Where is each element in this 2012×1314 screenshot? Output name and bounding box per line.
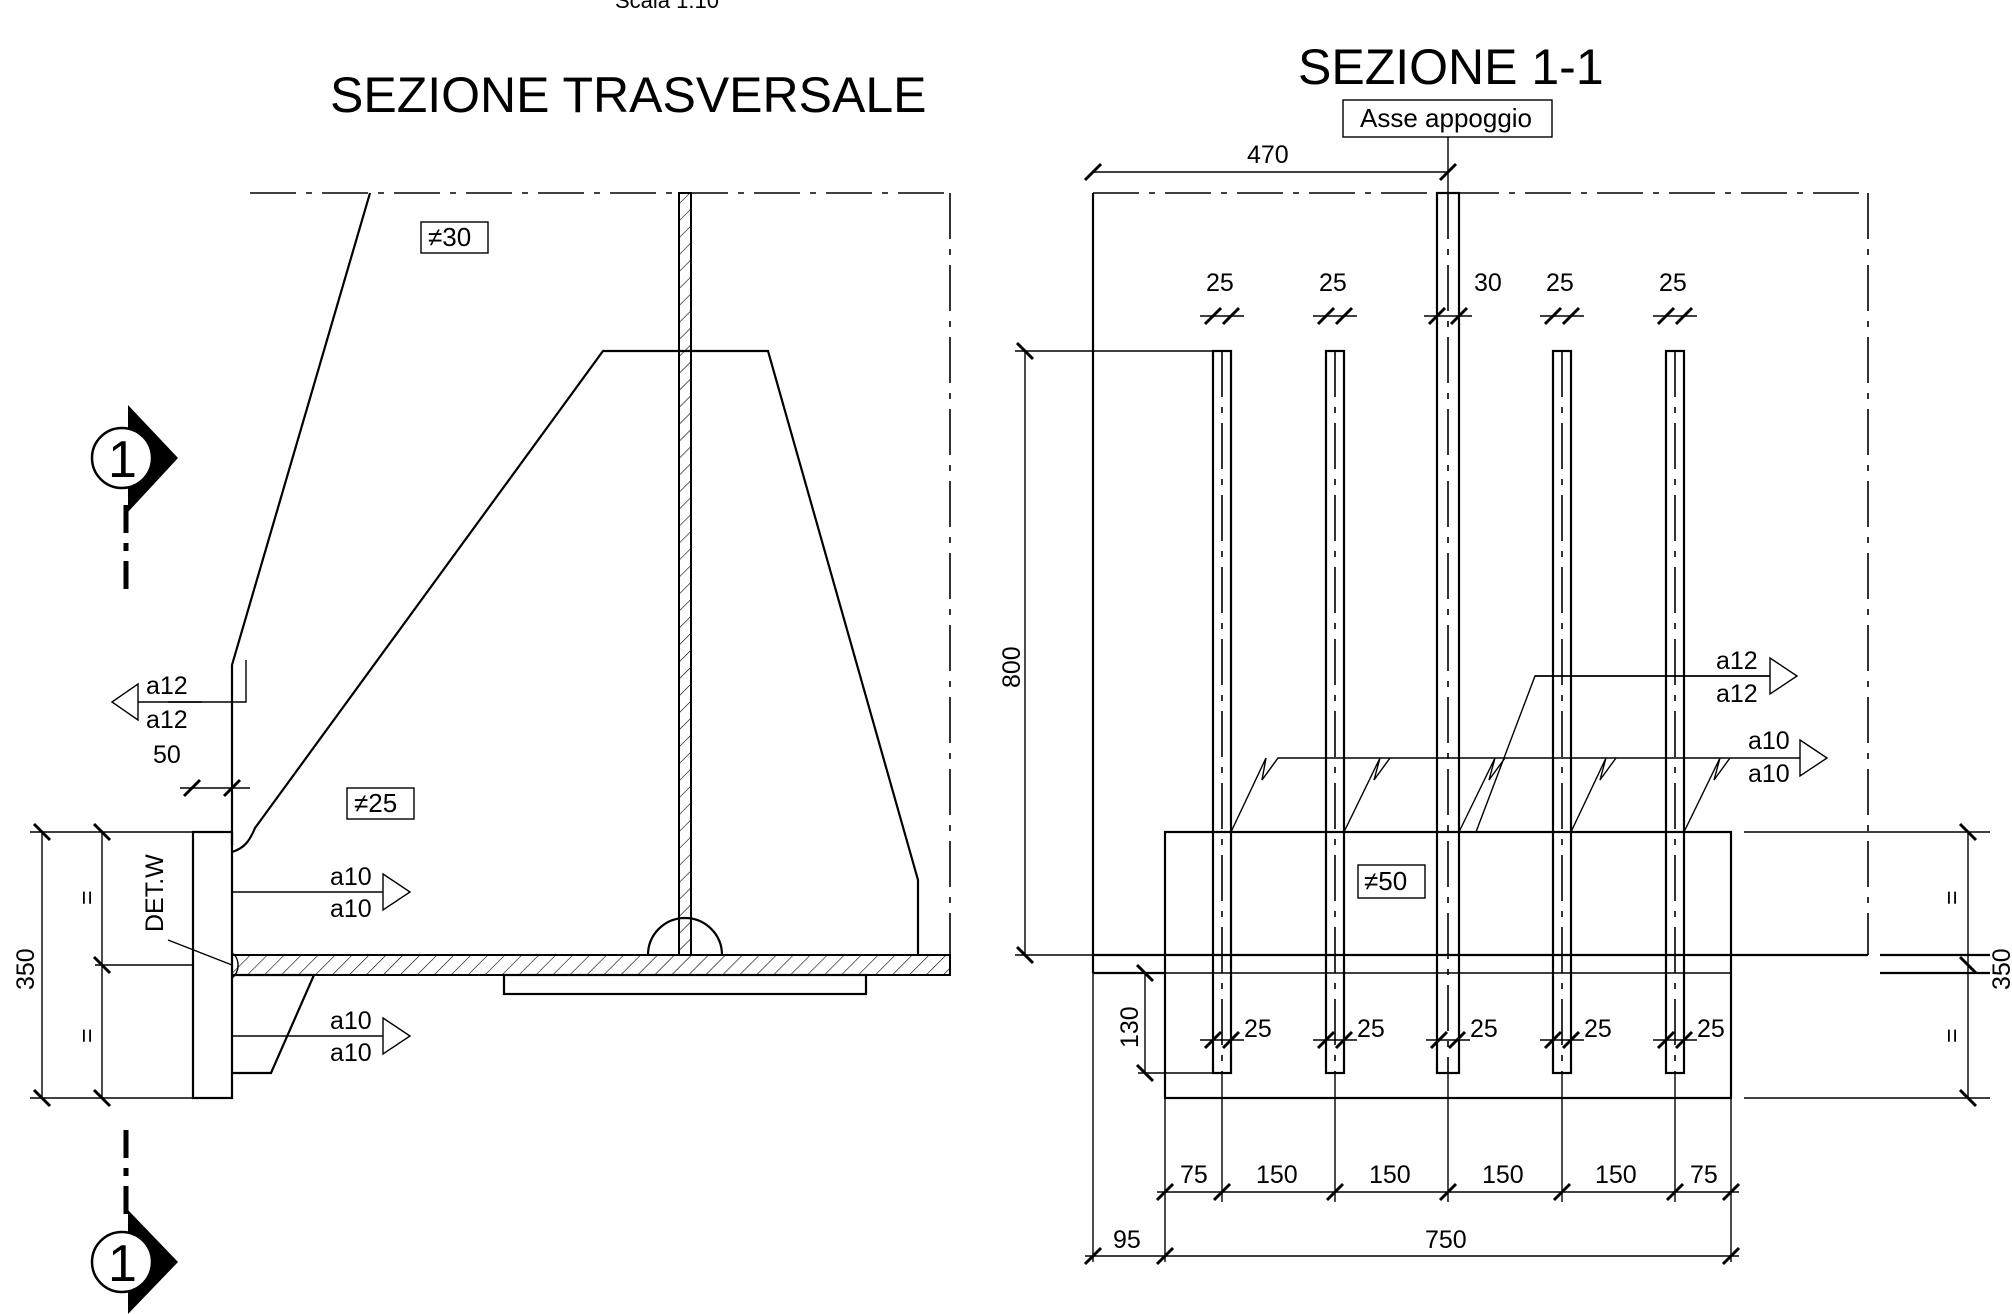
- weld-a10-upper-bottom: a10: [330, 895, 372, 923]
- left-view: ≠30 ≠25 a12 a12 a10 a10 a10 a10 50: [12, 192, 951, 1108]
- web-slanted-edge: [230, 192, 372, 845]
- section-marker-bottom-label: 1: [108, 1235, 137, 1293]
- dim-25-top-1: 25: [1206, 269, 1234, 297]
- detail-ref-detw: DET.W: [141, 854, 169, 932]
- dim-800: 800: [998, 646, 1026, 688]
- dim-25-bottom-4: 25: [1584, 1015, 1612, 1043]
- title-sezione-1-1: SEZIONE 1-1: [1298, 39, 1604, 95]
- weld-symbol-a12-right: a12 a12: [1535, 647, 1799, 708]
- weld-symbol-a10-upper: a10 a10: [232, 863, 412, 923]
- lower-bracket: [232, 973, 316, 1075]
- weld-leaders: [1230, 675, 1770, 833]
- plate-tag-25: ≠25: [354, 788, 397, 818]
- dim-25-bottom-3: 25: [1470, 1015, 1498, 1043]
- dim-25-bottom-5: 25: [1697, 1015, 1725, 1043]
- top-thickness-dims: 25 25 30 25 25: [1200, 269, 1697, 326]
- weld-a12-bottom-left: a12: [146, 706, 188, 734]
- lower-plate: [502, 973, 868, 996]
- plate-tag-50: ≠50: [1364, 866, 1407, 896]
- weld-a10-bottom-right: a10: [1748, 760, 1790, 788]
- dim-150-4: 150: [1595, 1161, 1637, 1189]
- weld-a10-lower-top: a10: [330, 1007, 372, 1035]
- dim-50: 50: [153, 741, 181, 769]
- dim-95: 95: [1113, 1226, 1141, 1254]
- dim-30-top: 30: [1474, 269, 1502, 297]
- end-plate: [191, 830, 234, 1100]
- right-side-dims: = = 350: [1938, 822, 2012, 1108]
- dim-equal-right-top: =: [1938, 890, 1966, 905]
- section-marker-bottom: 1: [90, 1130, 178, 1314]
- weld-a12-top-left: a12: [146, 672, 188, 700]
- dim-130: 130: [1116, 1006, 1144, 1048]
- section-marker-top: 1: [90, 405, 178, 590]
- weld-a10-upper-top: a10: [330, 863, 372, 891]
- dim-25-bottom-2: 25: [1357, 1015, 1385, 1043]
- web-weld-arc: [646, 916, 724, 956]
- right-view: Asse appoggio ≠50: [998, 99, 2012, 1266]
- dim-25-top-5: 25: [1659, 269, 1687, 297]
- dim-150-2: 150: [1369, 1161, 1411, 1189]
- dim-equal-left-bottom: =: [73, 1028, 101, 1043]
- weld-a10-top-right: a10: [1748, 727, 1790, 755]
- dim-75-right: 75: [1690, 1161, 1718, 1189]
- bottom-flange: [231, 954, 951, 976]
- dim-350-right: 350: [1988, 948, 2012, 990]
- dim-equal-right-bottom: =: [1938, 1028, 1966, 1043]
- weld-a10-lower-bottom: a10: [330, 1039, 372, 1067]
- title-sezione-trasversale: SEZIONE TRASVERSALE: [330, 67, 926, 123]
- weld-detail-mark: [231, 952, 239, 979]
- weld-a12-bottom-right: a12: [1716, 680, 1758, 708]
- weld-symbol-a10-right: a10 a10: [1720, 727, 1829, 788]
- dim-25-top-2: 25: [1319, 269, 1347, 297]
- weld-symbol-a10-lower: a10 a10: [232, 1007, 412, 1067]
- weld-symbol-a12-left: a12 a12: [110, 660, 247, 734]
- section-marker-top-label: 1: [108, 431, 137, 489]
- dim-150-3: 150: [1482, 1161, 1524, 1189]
- dim-25-bottom-1: 25: [1244, 1015, 1272, 1043]
- stiffener-outline: [231, 349, 920, 955]
- scale-label: Scala 1:10: [615, 0, 719, 13]
- dim-25-top-4: 25: [1546, 269, 1574, 297]
- dim-350-left: 350: [12, 948, 40, 990]
- plate-tag-30: ≠30: [428, 222, 471, 252]
- dim-75-left: 75: [1180, 1161, 1208, 1189]
- dim-750: 750: [1425, 1226, 1467, 1254]
- weld-a12-top-right: a12: [1716, 647, 1758, 675]
- dim-470: 470: [1247, 141, 1289, 169]
- dim-150-1: 150: [1256, 1161, 1298, 1189]
- dim-equal-left-top: =: [73, 890, 101, 905]
- bottom-dim-chain: 75 150 150 150 150 75 95 750: [1083, 973, 1741, 1266]
- bottom-thickness-dims: 25 25 25 25 25: [1200, 1015, 1725, 1050]
- support-axis-label: Asse appoggio: [1360, 103, 1532, 133]
- vertical-web-plate: [678, 192, 692, 956]
